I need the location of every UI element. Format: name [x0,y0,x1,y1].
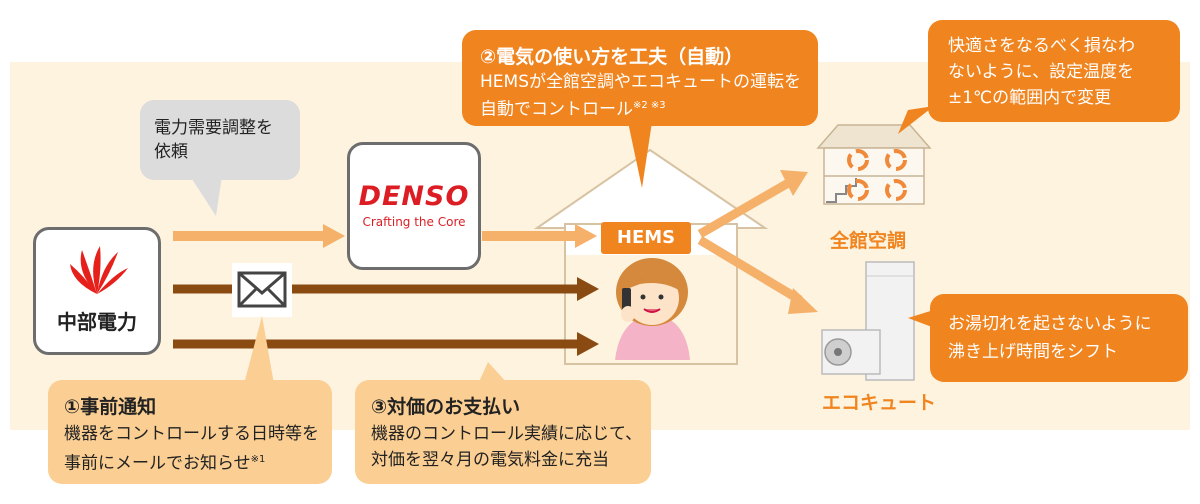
hems-to-aircon-arrow [697,170,808,238]
step3-bubble-tail [478,362,508,384]
step2-bubble-tail [628,122,652,188]
step2-title: ②電気の使い方を工夫（自動） [480,46,744,68]
step2-bubble: ②電気の使い方を工夫（自動） HEMSが全館空調やエコキュートの運転を 自動でコ… [462,30,818,126]
step1-note: ※1 [250,454,266,465]
ecocute-icon [821,261,915,381]
aircon-bubble-line1: 快適さをなるべく損なわ [948,36,1135,56]
chubu-logo-icon [70,246,128,294]
request-line2: 依頼 [154,142,188,162]
ecocute-bubble-line1: お湯切れを起さないように [948,314,1152,334]
payment-arrow [173,332,599,356]
step1-title: ①事前通知 [64,396,157,418]
step2-note: ※2 ※3 [633,100,666,111]
hems-to-ecocute-arrow [697,236,818,314]
chubu-label: 中部電力 [57,310,137,334]
mail-icon [232,263,292,317]
woman-on-phone-icon [615,258,690,360]
step1-line2-wrap: 事前にメールでお知らせ※1 [64,448,265,476]
gray-bubble-tail [190,176,222,216]
ecocute-bubble-line2: 沸き上げ時間をシフト [948,342,1118,362]
step1-bubble: ①事前通知 機器をコントロールする日時等を 事前にメールでお知らせ※1 [48,380,332,484]
step2-line2-wrap: 自動でコントロール※2 ※3 [480,94,666,122]
step3-line1: 機器のコントロール実績に応じて、 [371,424,643,444]
denso-box: DENSO Crafting the Core [347,142,481,270]
aircon-bubble-tail [898,106,934,134]
step2-line1: HEMSが全館空調やエコキュートの運転を [480,72,801,92]
step1-line1: 機器をコントロールする日時等を [64,424,319,444]
aircon-label: 全館空調 [830,230,907,252]
hems-label: HEMS [601,222,691,254]
step3-line2: 対価を翌々月の電気料金に充当 [371,450,609,470]
denso-tagline: Crafting the Core [362,215,466,229]
ecocute-label: エコキュート [822,392,937,414]
request-bubble: 電力需要調整を 依頼 [140,100,300,180]
step3-bubble: ③対価のお支払い 機器のコントロール実績に応じて、 対価を翌々月の電気料金に充当 [355,380,651,484]
chubu-electric-box: 中部電力 [33,227,161,355]
aircon-bubble-line3: ±1℃の範囲内で変更 [948,88,1112,108]
aircon-bubble: 快適さをなるべく損なわ ないように、設定温度を ±1℃の範囲内で変更 [928,20,1180,122]
request-line1: 電力需要調整を [154,118,273,138]
step1-line2: 事前にメールでお知らせ [64,453,251,474]
step2-line2: 自動でコントロール [480,99,633,120]
denso-to-hems-arrow [482,224,597,248]
step1-bubble-tail [244,316,274,384]
aircon-bubble-line2: ないように、設定温度を [948,62,1135,82]
step3-title: ③対価のお支払い [371,396,521,418]
request-arrow [173,224,345,248]
denso-name: DENSO [358,181,470,212]
ecocute-bubble: お湯切れを起さないように 沸き上げ時間をシフト [930,294,1188,382]
aircon-house-icon [816,124,932,205]
